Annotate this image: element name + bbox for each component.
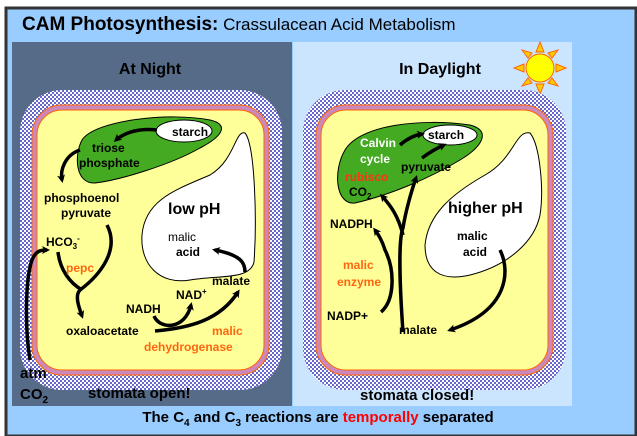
- nadph-label: NADPH: [330, 217, 373, 231]
- oxaloacetate-label: oxaloacetate: [66, 324, 139, 338]
- co2-label: CO2: [349, 185, 372, 201]
- pyruvate-label: pyruvate: [401, 160, 451, 174]
- enzyme-label-2: enzyme: [337, 275, 381, 289]
- day-arrows: [373, 130, 507, 333]
- calvin-label-1: Calvin: [360, 136, 396, 150]
- atm-co2-label: CO2: [20, 386, 49, 406]
- phosphate-label: phosphate: [79, 156, 140, 170]
- enzyme-label-1: malic: [343, 258, 374, 272]
- malate-label: malate: [399, 323, 437, 337]
- day-heading: In Daylight: [399, 61, 481, 78]
- day-cell: Calvin cycle rubisco CO2 starch pyruvate…: [303, 90, 566, 390]
- atm-label: atm: [20, 365, 47, 382]
- calvin-label-2: cycle: [360, 152, 390, 166]
- nadh-label: NADH: [126, 302, 161, 316]
- pep-label-2: pyruvate: [61, 206, 111, 220]
- enzyme-label-2: dehydrogenase: [144, 340, 233, 354]
- starch-label: starch: [172, 125, 208, 139]
- footer-caption: The C4 and C3 reactions are temporally s…: [142, 409, 493, 429]
- triose-label: triose: [92, 141, 125, 155]
- vacuole: [141, 132, 256, 282]
- enzyme-label-1: malic: [212, 324, 243, 338]
- ph-label: higher pH: [448, 200, 523, 217]
- title: CAM Photosynthesis: Crassulacean Acid Me…: [22, 14, 456, 35]
- stomata-open-label: stomata open!: [88, 385, 191, 402]
- starch-label: starch: [428, 128, 464, 142]
- nad-label: NAD+: [176, 287, 207, 302]
- ph-label: low pH: [168, 201, 220, 218]
- malic-acid-label-1: malic: [168, 230, 196, 244]
- night-heading: At Night: [119, 61, 182, 78]
- nadp-label: NADP+: [327, 309, 368, 323]
- malic-acid-label-2: acid: [463, 245, 487, 259]
- malic-acid-label-2: acid: [176, 245, 200, 259]
- night-arrows: [24, 127, 247, 361]
- pepc-label: pepc: [66, 261, 94, 275]
- rubisco-label: rubisco: [345, 170, 388, 184]
- night-cell: starch triose phosphate phosphoenol pyru…: [20, 90, 282, 390]
- sun-icon: [512, 40, 568, 96]
- malic-acid-label-1: malic: [457, 229, 488, 243]
- malate-label: malate: [212, 274, 250, 288]
- pep-label-1: phosphoenol: [44, 191, 119, 205]
- stomata-closed-label: stomata closed!: [360, 387, 474, 404]
- vacuole: [424, 132, 542, 278]
- hco3-label: HCO3-: [46, 234, 80, 251]
